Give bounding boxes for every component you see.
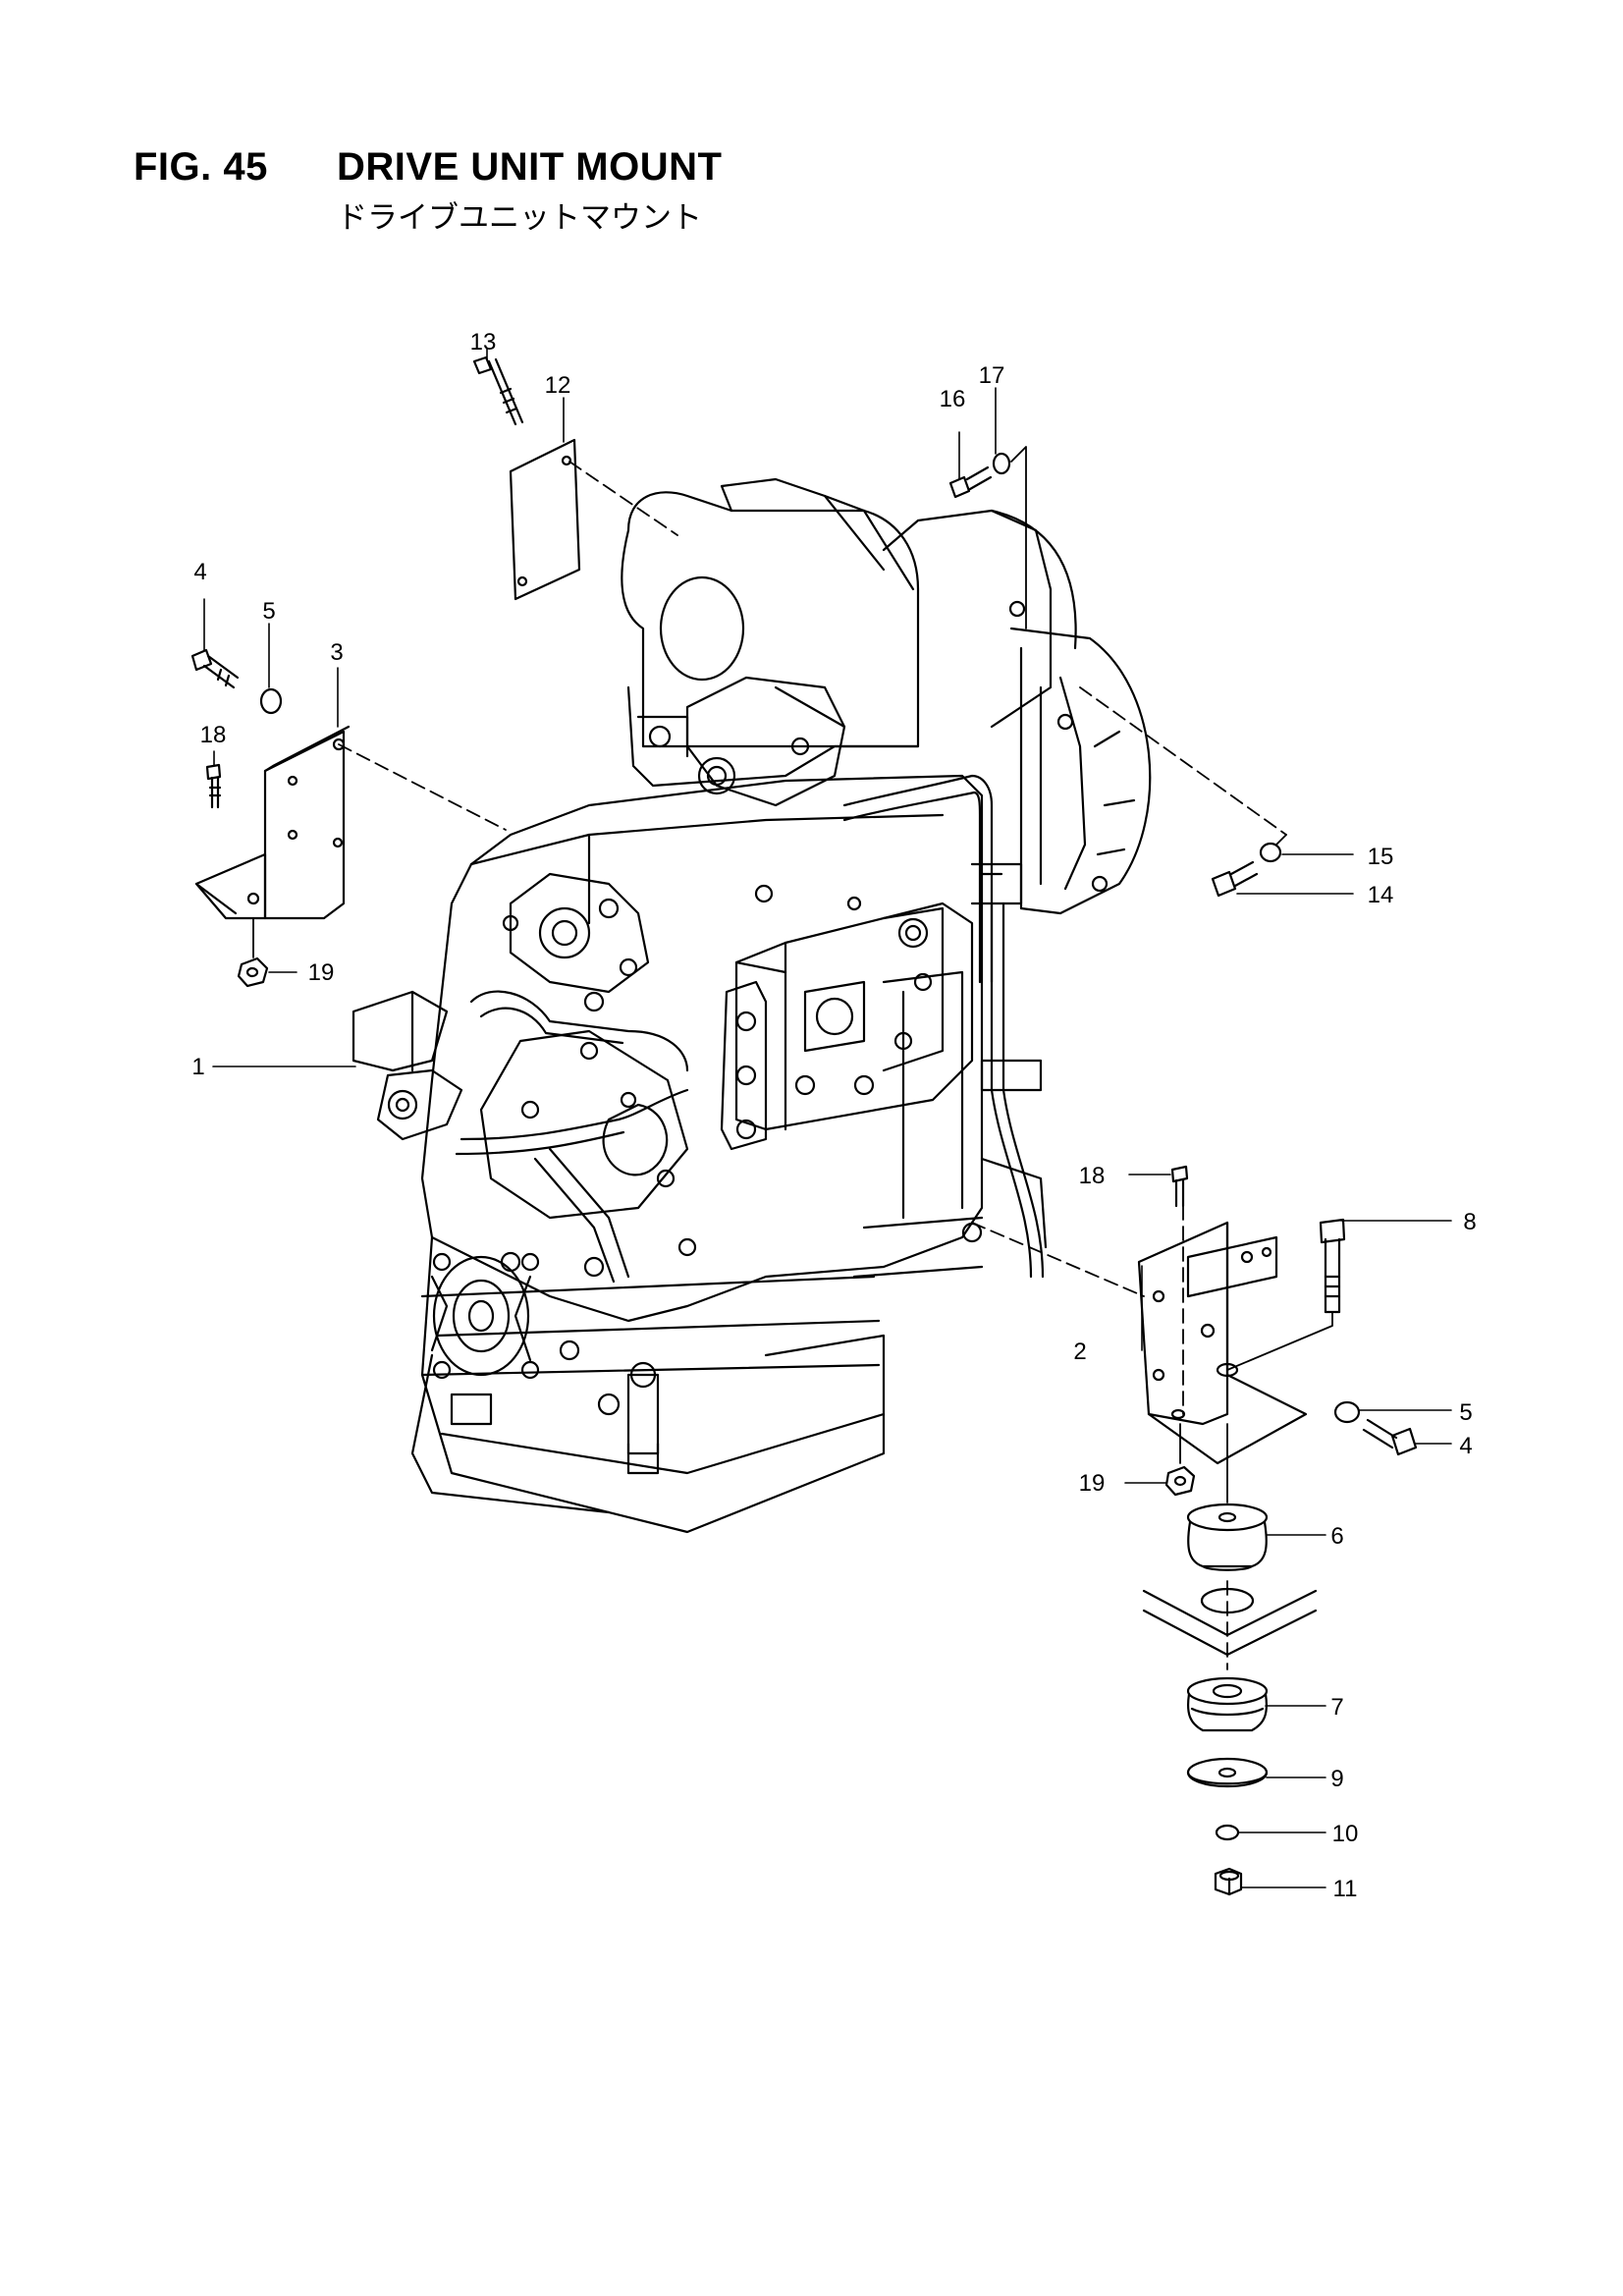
bolt-18-right bbox=[1170, 1165, 1189, 1208]
nut-11 bbox=[1214, 1867, 1243, 1896]
callout-8: 8 bbox=[1463, 1209, 1476, 1235]
bolt-16 bbox=[948, 465, 993, 499]
figure-number: FIG. 45 bbox=[134, 145, 268, 189]
callout-19-left: 19 bbox=[308, 959, 335, 986]
callout-13: 13 bbox=[470, 329, 497, 355]
right-mount-bracket bbox=[1137, 1221, 1308, 1465]
assembly-lines bbox=[252, 446, 1333, 1503]
bolt-4-right bbox=[1362, 1418, 1418, 1456]
nut-19-left bbox=[237, 957, 269, 988]
washer-5-right bbox=[1333, 1400, 1361, 1424]
nut-19-right bbox=[1164, 1465, 1196, 1497]
callout-14: 14 bbox=[1368, 882, 1394, 908]
plate-washer-9 bbox=[1186, 1757, 1269, 1788]
callout-4-right: 4 bbox=[1459, 1433, 1472, 1459]
callout-6: 6 bbox=[1330, 1523, 1343, 1550]
callout-3: 3 bbox=[330, 639, 343, 666]
bolt-18-left bbox=[205, 763, 222, 809]
callout-10: 10 bbox=[1332, 1821, 1359, 1847]
callout-7: 7 bbox=[1330, 1694, 1343, 1721]
callout-2: 2 bbox=[1073, 1339, 1086, 1365]
frame-section bbox=[1142, 1587, 1318, 1657]
washer-17 bbox=[992, 452, 1011, 475]
washer-15 bbox=[1259, 842, 1282, 863]
cover-plate bbox=[509, 438, 581, 601]
leader-lines bbox=[203, 348, 1452, 1888]
bolt-8 bbox=[1319, 1218, 1346, 1314]
callout-1: 1 bbox=[191, 1054, 204, 1080]
bolt-4-left bbox=[190, 648, 240, 689]
spring-washer-10 bbox=[1215, 1824, 1240, 1841]
callout-18-right: 18 bbox=[1079, 1163, 1106, 1189]
rubber-mount-6 bbox=[1186, 1503, 1269, 1571]
callout-18-left: 18 bbox=[200, 722, 227, 748]
washer-5-left bbox=[259, 687, 283, 715]
explode-lines bbox=[338, 461, 1287, 1670]
bolt-14 bbox=[1211, 860, 1259, 898]
callout-16: 16 bbox=[940, 386, 966, 412]
left-mount-bracket bbox=[194, 725, 351, 920]
callout-19-right: 19 bbox=[1079, 1470, 1106, 1497]
drive-unit-assembly bbox=[352, 477, 1152, 1534]
figure-title: DRIVE UNIT MOUNT bbox=[337, 145, 723, 189]
callout-17: 17 bbox=[979, 362, 1005, 389]
bolt-13 bbox=[472, 355, 524, 426]
callout-15: 15 bbox=[1368, 844, 1394, 870]
figure-subtitle-jp: ドライブユニットマウント bbox=[337, 200, 702, 236]
callout-12: 12 bbox=[545, 372, 571, 399]
callout-11: 11 bbox=[1333, 1876, 1358, 1902]
rubber-mount-7 bbox=[1186, 1676, 1269, 1732]
callout-9: 9 bbox=[1330, 1766, 1343, 1792]
callout-5-left: 5 bbox=[262, 598, 275, 625]
callout-4-left: 4 bbox=[193, 559, 206, 585]
callout-5-right: 5 bbox=[1459, 1399, 1472, 1426]
